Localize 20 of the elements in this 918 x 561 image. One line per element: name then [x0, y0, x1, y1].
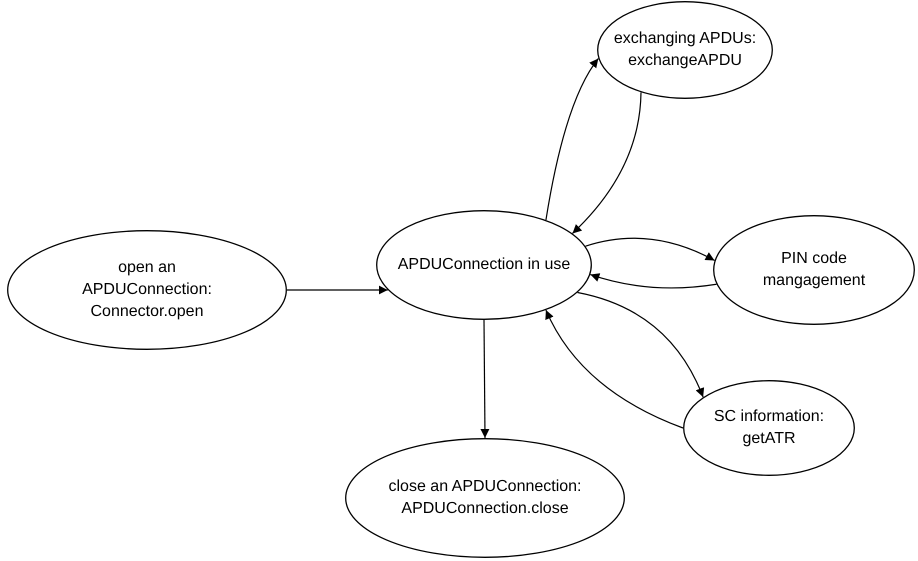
arrow [572, 92, 642, 234]
arrow [545, 58, 599, 220]
state-ellipse [597, 1, 773, 99]
state-ellipse [713, 215, 915, 325]
node-label: APDUConnection in use [398, 255, 570, 275]
node-label: PIN code mangagement [762, 249, 866, 291]
state-ellipse [345, 438, 625, 558]
arrow [577, 292, 704, 398]
arrow [590, 273, 717, 289]
node-label: open an APDUConnection: Connector.open [81, 258, 213, 322]
node-label: exchanging APDUs: exchangeAPDU [612, 29, 758, 71]
arrow [585, 238, 715, 261]
node-label: close an APDUConnection: APDUConnection.close [388, 477, 582, 519]
arrow [480, 320, 490, 438]
state-ellipse [7, 230, 287, 350]
state-ellipse [376, 210, 592, 320]
state-ellipse [683, 380, 855, 476]
arrow [287, 285, 388, 294]
arrow [545, 310, 684, 429]
node-label: SC information: getATR [712, 407, 826, 449]
